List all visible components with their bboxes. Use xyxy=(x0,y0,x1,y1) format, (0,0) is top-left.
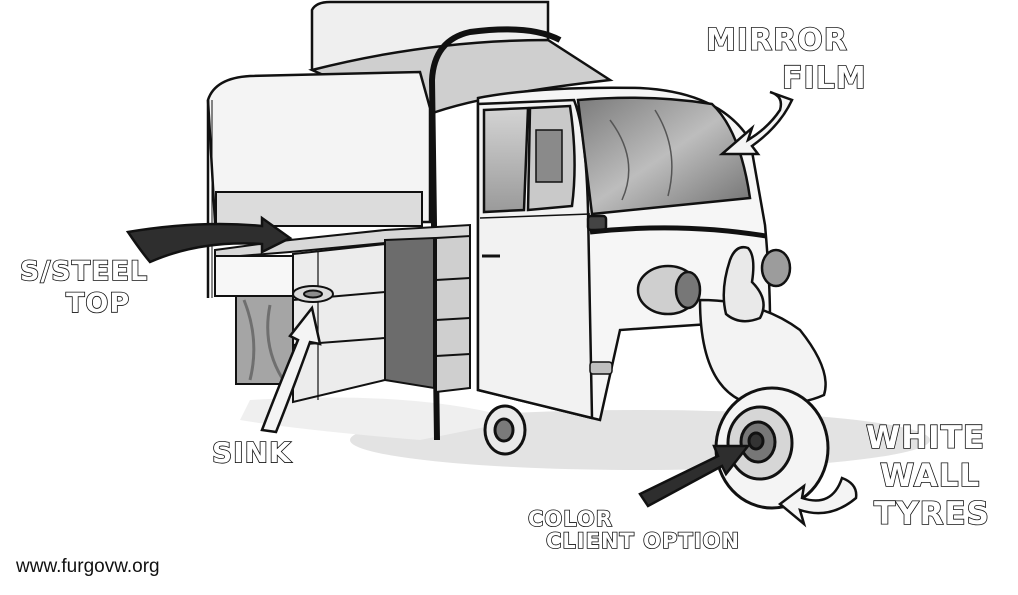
label-steel: S/STEEL xyxy=(20,256,148,287)
label-top: TOP xyxy=(66,288,130,319)
rear-wheel xyxy=(483,404,527,456)
arrow-color xyxy=(638,444,751,508)
canopy-pole xyxy=(428,26,562,441)
label-white: WHITE xyxy=(866,420,985,456)
label-wall: WALL xyxy=(880,458,980,494)
counter-cabinet xyxy=(214,223,471,404)
arrow-mirror xyxy=(718,90,794,156)
label-mirror: MIRROR xyxy=(706,23,848,58)
label-client-option: CLIENT OPTION xyxy=(546,529,740,553)
front-canopy xyxy=(206,70,432,298)
label-steel-top: S/STEEL TOP xyxy=(19,255,148,320)
label-color-option: COLOR CLIENT OPTION xyxy=(527,506,740,554)
front-fairing xyxy=(589,225,827,406)
label-tyres: TYRES xyxy=(874,496,990,532)
label-white-wall-tyres: WHITE WALL TYRES xyxy=(865,419,990,533)
label-color: COLOR xyxy=(528,507,613,531)
front-wheel xyxy=(714,386,830,510)
arrow-sink xyxy=(260,305,322,434)
glass-guard xyxy=(215,191,423,227)
label-film: FILM xyxy=(782,61,867,96)
label-mirror-film: MIRROR FILM xyxy=(705,22,867,97)
label-sink: SINK xyxy=(212,436,292,469)
headlight-right xyxy=(760,248,792,288)
windshield xyxy=(576,96,752,216)
arrow-tyres xyxy=(777,476,858,528)
sink-basin xyxy=(292,285,334,303)
watermark: www.furgovw.org xyxy=(16,556,160,577)
arrow-steel xyxy=(125,215,293,264)
